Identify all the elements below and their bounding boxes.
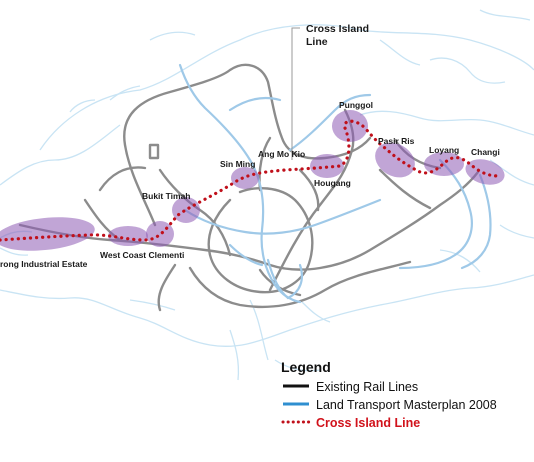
highlight-jurong bbox=[0, 217, 95, 251]
station-highlights bbox=[0, 110, 505, 251]
legend-label-existing: Existing Rail Lines bbox=[316, 380, 418, 394]
station-label-hougang: Hougang bbox=[314, 178, 351, 188]
station-label-west-coast-clementi: West Coast Clementi bbox=[100, 250, 184, 260]
station-labels: Punggol Pasir Ris Loyang Changi Sin Ming… bbox=[0, 100, 500, 269]
highlight-loyang bbox=[424, 152, 464, 176]
highlight-west-coast bbox=[108, 226, 148, 246]
station-label-loyang: Loyang bbox=[429, 145, 459, 155]
station-label-changi: Changi bbox=[471, 147, 500, 157]
legend-label-cross-island: Cross Island Line bbox=[316, 416, 420, 430]
highlight-punggol bbox=[332, 110, 368, 142]
station-label-jurong-industrial-estate: rong Industrial Estate bbox=[0, 259, 88, 269]
masterplan-lines bbox=[178, 63, 492, 304]
station-label-ang-mo-kio: Ang Mo Kio bbox=[258, 149, 305, 159]
callout-label-line2: Line bbox=[306, 36, 328, 48]
callout-label-line1: Cross Island bbox=[306, 23, 369, 35]
station-label-pasir-ris: Pasir Ris bbox=[378, 136, 415, 146]
legend-title: Legend bbox=[281, 359, 331, 375]
station-label-punggol: Punggol bbox=[339, 100, 373, 110]
station-label-sin-ming: Sin Ming bbox=[220, 159, 255, 169]
coastline bbox=[0, 9, 534, 381]
highlight-pasir-ris bbox=[375, 142, 415, 178]
highlight-sin-ming bbox=[231, 167, 259, 189]
highlight-bukit-timah bbox=[172, 197, 200, 223]
legend-label-masterplan: Land Transport Masterplan 2008 bbox=[316, 398, 497, 412]
cross-island-line bbox=[0, 119, 502, 242]
legend: Legend Existing Rail Lines Land Transpor… bbox=[281, 359, 497, 430]
callout-leader bbox=[291, 27, 300, 160]
station-label-bukit-timah: Bukit Timah bbox=[142, 191, 191, 201]
